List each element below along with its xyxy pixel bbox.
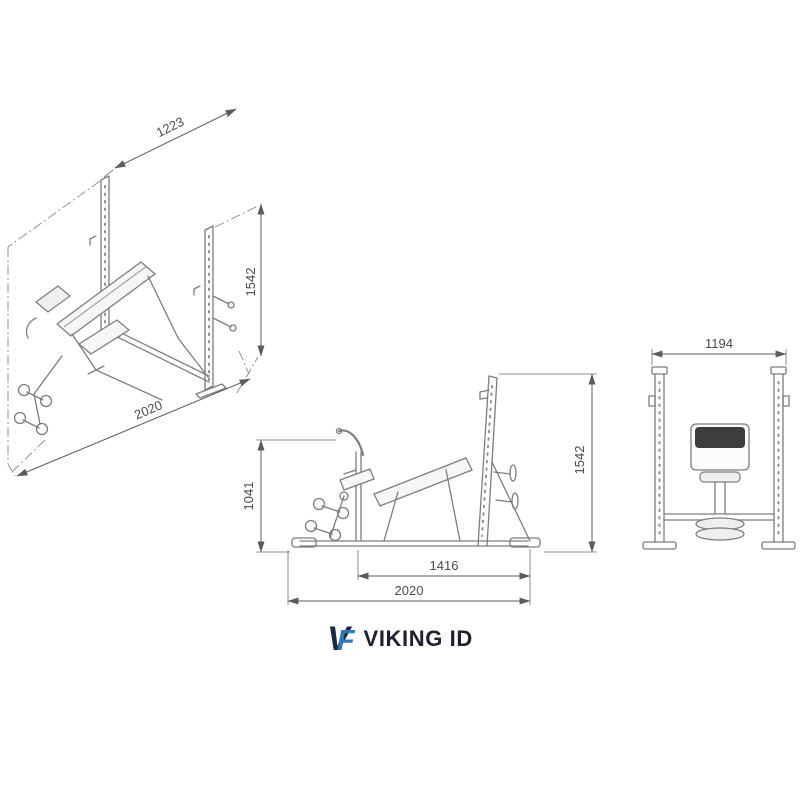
side-inner-length-dim-label: 1416: [430, 558, 459, 573]
front-left-peg: [648, 395, 656, 407]
iso-foam-roller: [17, 383, 31, 397]
side-pivot: [339, 491, 349, 501]
iso-height-dim-label: 1542: [243, 268, 258, 297]
side-left-foot: [291, 537, 317, 548]
side-foam-roller: [312, 497, 326, 511]
side-base: [291, 537, 541, 548]
iso-bench-pads: [35, 261, 156, 355]
brand-name: VIKING ID: [363, 626, 473, 651]
front-right-peg: [782, 395, 790, 407]
iso-depth-dimline: [16, 378, 251, 477]
iso-head-pad: [35, 285, 71, 313]
iso-depth-dim-label: 2020: [132, 397, 164, 422]
side-view: 1041 1542 1416 2020: [241, 373, 597, 605]
front-right-post-cap: [770, 366, 787, 375]
logo-letter-f: F: [336, 625, 355, 657]
side-bench-body: [335, 427, 473, 542]
brand-logo: V F VIKING ID: [0, 622, 800, 656]
side-handle: [337, 429, 365, 457]
side-seat-pad: [339, 468, 375, 491]
iso-dimensions: 1223 1542 2020: [7, 108, 265, 477]
side-leg-developer: [304, 491, 350, 542]
iso-foam-roller: [39, 394, 53, 408]
front-left-post-cap: [651, 366, 668, 375]
side-foam-roller: [304, 519, 318, 533]
iso-top-width-dimline: [114, 108, 237, 169]
front-head-pad-dark: [695, 427, 745, 448]
side-front-height-dim-label: 1041: [241, 482, 256, 511]
side-foam-roller: [328, 528, 342, 542]
side-back-pad: [373, 457, 473, 507]
front-view: 1194: [642, 336, 796, 550]
iso-seat-pad: [78, 319, 130, 355]
iso-back-pad: [56, 261, 156, 337]
iso-foam-roller: [13, 411, 27, 425]
side-dimensions: 1041 1542 1416 2020: [241, 373, 597, 605]
front-left-foot: [642, 541, 677, 550]
side-total-length-dim-label: 2020: [395, 583, 424, 598]
logo-letter-v: V: [327, 620, 350, 658]
front-seat-pad: [699, 471, 741, 483]
iso-leg-developer: [13, 317, 63, 436]
front-plate: [695, 527, 745, 541]
side-rack-post: [477, 375, 531, 547]
front-bench-center: [690, 423, 750, 541]
front-dimensions: 1194: [651, 336, 787, 365]
side-weight-plate: [509, 464, 517, 482]
iso-foam-roller: [35, 422, 49, 436]
isometric-view: 1223 1542 2020: [7, 108, 265, 477]
front-width-dim-label: 1194: [705, 336, 733, 351]
side-weight-plate: [511, 492, 519, 510]
side-right-foot: [509, 537, 541, 548]
side-rack-height-dim-label: 1542: [572, 446, 587, 475]
side-foam-roller: [336, 506, 350, 520]
front-right-foot: [761, 541, 796, 550]
brand-logo-mark: V F: [327, 622, 354, 656]
